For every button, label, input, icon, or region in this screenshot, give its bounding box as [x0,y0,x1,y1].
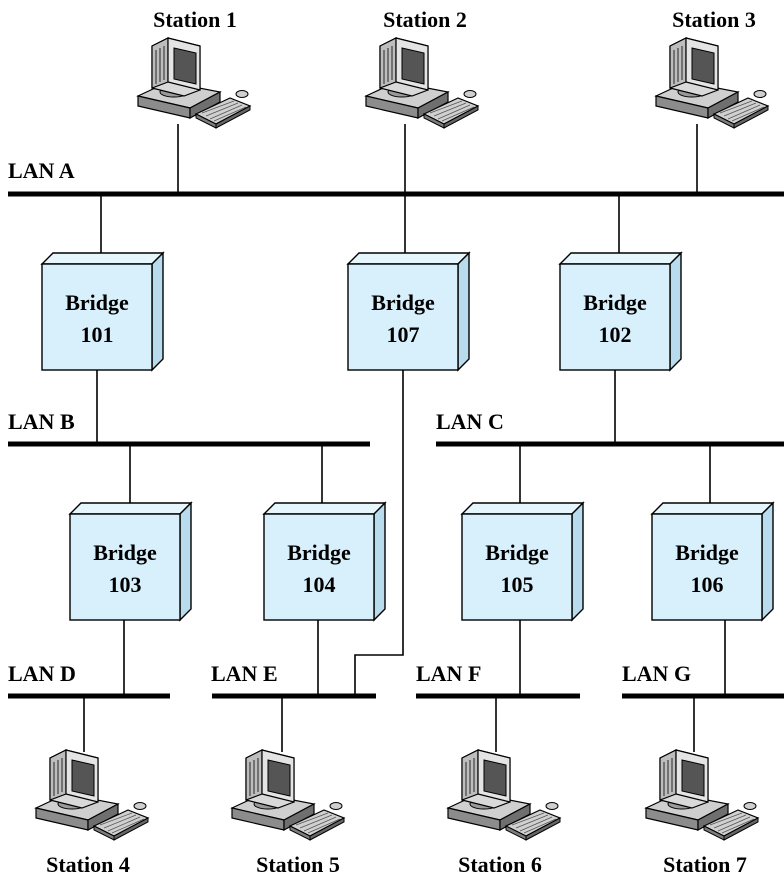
bridge-101-front-face [41,263,153,371]
bridge-103-top-face [68,502,193,515]
bridge-101-top-face [40,252,165,265]
lan-c-label: LAN C [436,409,504,434]
lan-e-label: LAN E [211,661,278,686]
bridge-105-number: 105 [501,572,534,597]
station-5-label: Station 5 [256,852,340,877]
bridge-103-front-face [69,513,181,621]
bridge-105-front-face [461,513,573,621]
bridge-101-side-face [151,251,164,372]
bridge-101: Bridge 101 [40,251,165,372]
station-7-computer-icon [645,749,759,841]
bridge-101-word: Bridge [65,290,129,315]
bridge-107-top-face [346,252,471,265]
bridge-106-side-face [761,501,774,622]
station-3-computer-icon [655,37,769,129]
bridge-105-side-face [571,501,584,622]
station-3-label: Station 3 [672,7,756,32]
lan-d-label: LAN D [8,661,76,686]
bridge-101-number: 101 [81,322,114,347]
bridge-104-top-face [262,502,387,515]
station-1-label: Station 1 [153,7,237,32]
bridge-104-side-face [373,501,386,622]
bridge-106-front-face [651,513,763,621]
bridge-104: Bridge 104 [262,501,387,622]
bridge-102-side-face [669,251,682,372]
bridge-107-word: Bridge [371,290,435,315]
bridge-102-front-face [559,263,671,371]
station-1-computer-icon [137,37,251,129]
bridge-104-word: Bridge [287,540,351,565]
lan-a-label: LAN A [8,158,75,183]
bridge-107: Bridge 107 [346,251,471,372]
bridge-103-number: 103 [109,572,142,597]
station-5-computer-icon [231,749,345,841]
connection-wires [83,124,726,752]
station-2-label: Station 2 [383,7,467,32]
bridge-103-word: Bridge [93,540,157,565]
bridge-107-number: 107 [387,322,420,347]
bridge-102-word: Bridge [583,290,647,315]
station-7-label: Station 7 [663,852,747,877]
bridge-106-number: 106 [691,572,724,597]
bridge-102: Bridge 102 [558,251,683,372]
bridge-104-number: 104 [303,572,336,597]
bridge-106: Bridge 106 [650,501,775,622]
lan-b-label: LAN B [8,409,75,434]
station-2-computer-icon [365,37,479,129]
bridge-104-front-face [263,513,375,621]
bridge-105-word: Bridge [485,540,549,565]
bridge-107-side-face [457,251,470,372]
lan-f-label: LAN F [416,661,481,686]
bridge-102-top-face [558,252,683,265]
station-4-computer-icon [35,749,149,841]
bridge-102-number: 102 [599,322,632,347]
bridge-105-top-face [460,502,585,515]
bridge-103-side-face [179,501,192,622]
bridge-105: Bridge 105 [460,501,585,622]
bridges-layer: Bridge101Bridge107Bridge102Bridge103Brid… [40,251,775,622]
station-6-computer-icon [447,749,561,841]
bridge-106-word: Bridge [675,540,739,565]
bridge-103: Bridge 103 [68,501,193,622]
lan-g-label: LAN G [622,661,691,686]
station-4-label: Station 4 [46,852,130,877]
bridge-106-top-face [650,502,775,515]
station-6-label: Station 6 [458,852,542,877]
bridge-107-front-face [347,263,459,371]
